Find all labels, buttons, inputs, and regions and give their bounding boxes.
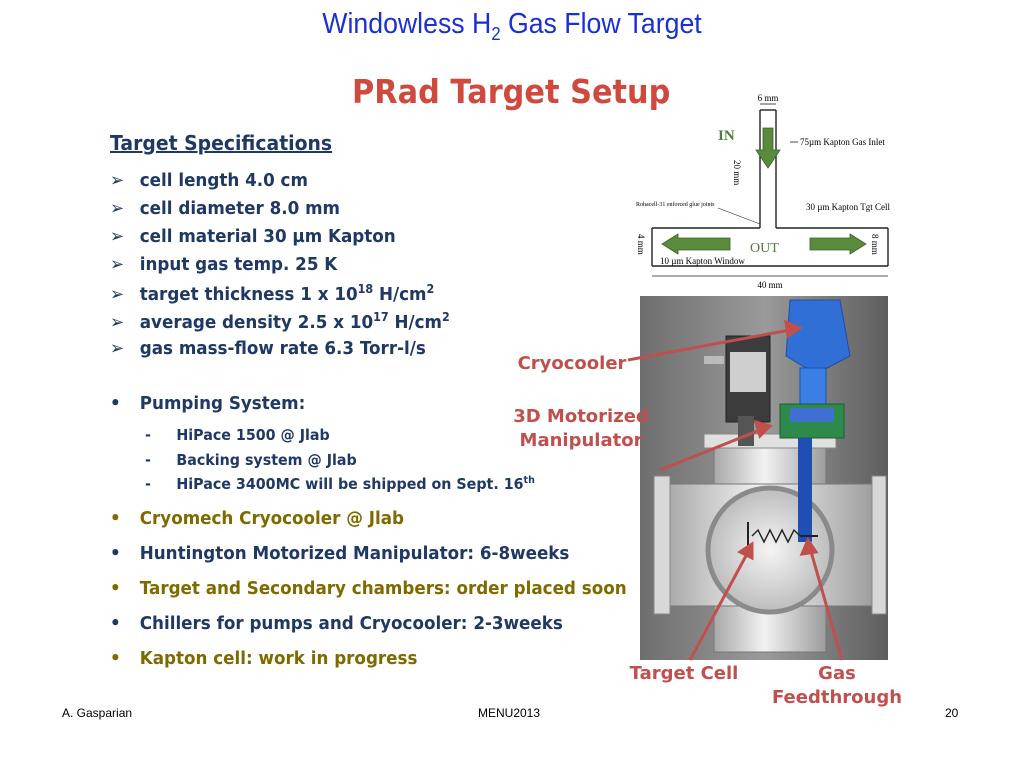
bullet-icon: • [110,648,121,669]
arrow-right-icon [809,233,867,255]
dash-icon: - [145,451,151,469]
target-cell-arrow [688,551,750,661]
arrow-bullet-icon: ➢ [110,198,125,219]
status-bullet: •Huntington Motorized Manipulator: 6-8we… [110,543,570,564]
cryocooler-callout: Cryocooler [517,353,627,374]
pumping-subitem: -HiPace 3400MC will be shipped on Sept. … [145,475,535,493]
gas-feedthrough-callout: Gas Feedthrough [771,663,903,708]
slide-subtitle: PRad Target Setup [352,72,671,111]
manipulator-arrow [659,428,761,472]
kapton-cell-label: 30 µm Kapton Tgt Cell [806,202,891,212]
footer-author: A. Gasparian [62,706,133,720]
arrow-head-icon [753,419,773,439]
specifications-heading: Target Specifications [110,131,333,155]
page-number: 20 [945,706,959,720]
arrow-bullet-icon: ➢ [110,170,125,191]
spec-item: ➢gas mass-flow rate 6.3 Torr-l/s [110,338,426,359]
dim-right-label: 8 mm [870,234,880,255]
arrow-bullet-icon: ➢ [110,338,125,359]
gas-inlet-tube [759,109,777,228]
cryocooler-arrow [627,328,791,362]
bullet-icon: • [110,613,121,634]
arrow-bullet-icon: ➢ [110,226,125,247]
out-label: OUT [750,241,779,256]
spec-item: ➢cell length 4.0 cm [110,170,308,191]
dim-bottom-label: 40 mm [757,280,782,290]
bullet-icon: • [110,543,121,564]
dash-icon: - [145,426,151,444]
target-cell-body [651,227,889,267]
status-bullet: •Target and Secondary chambers: order pl… [110,578,627,599]
arrow-bullet-icon: ➢ [110,254,125,275]
glue-joint-label: Rohacell-31 enforced glue joints [636,201,715,208]
cryocooler [779,299,851,542]
bullet-icon: • [110,578,121,599]
leader-line [717,207,761,225]
dim-top-label: 6 mm [758,93,779,103]
target-cell-schematic: 6 mm IN 20 mm 75µm Kapton Gas Inlet Roha… [636,93,891,290]
arrow-head-icon [799,536,819,556]
status-bullet: •Cryomech Cryocooler @ Jlab [110,508,405,529]
arrow-head-icon [784,319,804,339]
arrow-bullet-icon: ➢ [110,312,125,333]
pumping-system-item: •Pumping System: [110,393,306,414]
dim-left-label: 4 mm [636,234,646,255]
status-bullet: •Chillers for pumps and Cryocooler: 2-3w… [110,613,563,634]
target-cell-callout: Target Cell [629,663,739,684]
kapton-window-label: 10 µm Kapton Window [660,256,745,266]
inlet-label: 75µm Kapton Gas Inlet [800,137,885,147]
dash-icon: - [145,475,151,493]
pumping-subitem: -Backing system @ Jlab [145,451,357,469]
spec-item: ➢target thickness 1 x 1018 H/cm2 [110,282,435,305]
arrow-bullet-icon: ➢ [110,284,125,305]
arrow-head-icon [737,541,754,561]
bullet-icon: • [110,508,121,529]
status-bullet: •Kapton cell: work in progress [110,648,418,669]
bullet-icon: • [110,393,121,414]
spec-item: ➢cell diameter 8.0 mm [110,198,340,219]
dim-vertical-label: 20 mm [732,160,742,185]
slide-title: Windowless H2 Gas Flow Target [322,8,702,44]
arrow-left-icon [661,233,731,255]
spec-item: ➢input gas temp. 25 K [110,254,338,275]
arrow-down-icon [755,127,781,169]
spec-item: ➢average density 2.5 x 1017 H/cm2 [110,310,450,333]
footer-conference: MENU2013 [478,706,541,720]
spec-item: ➢cell material 30 µm Kapton [110,226,396,247]
pumping-subitem: -HiPace 1500 @ Jlab [145,426,330,444]
gas-feedthrough-arrow [808,547,844,661]
in-label: IN [718,128,735,144]
